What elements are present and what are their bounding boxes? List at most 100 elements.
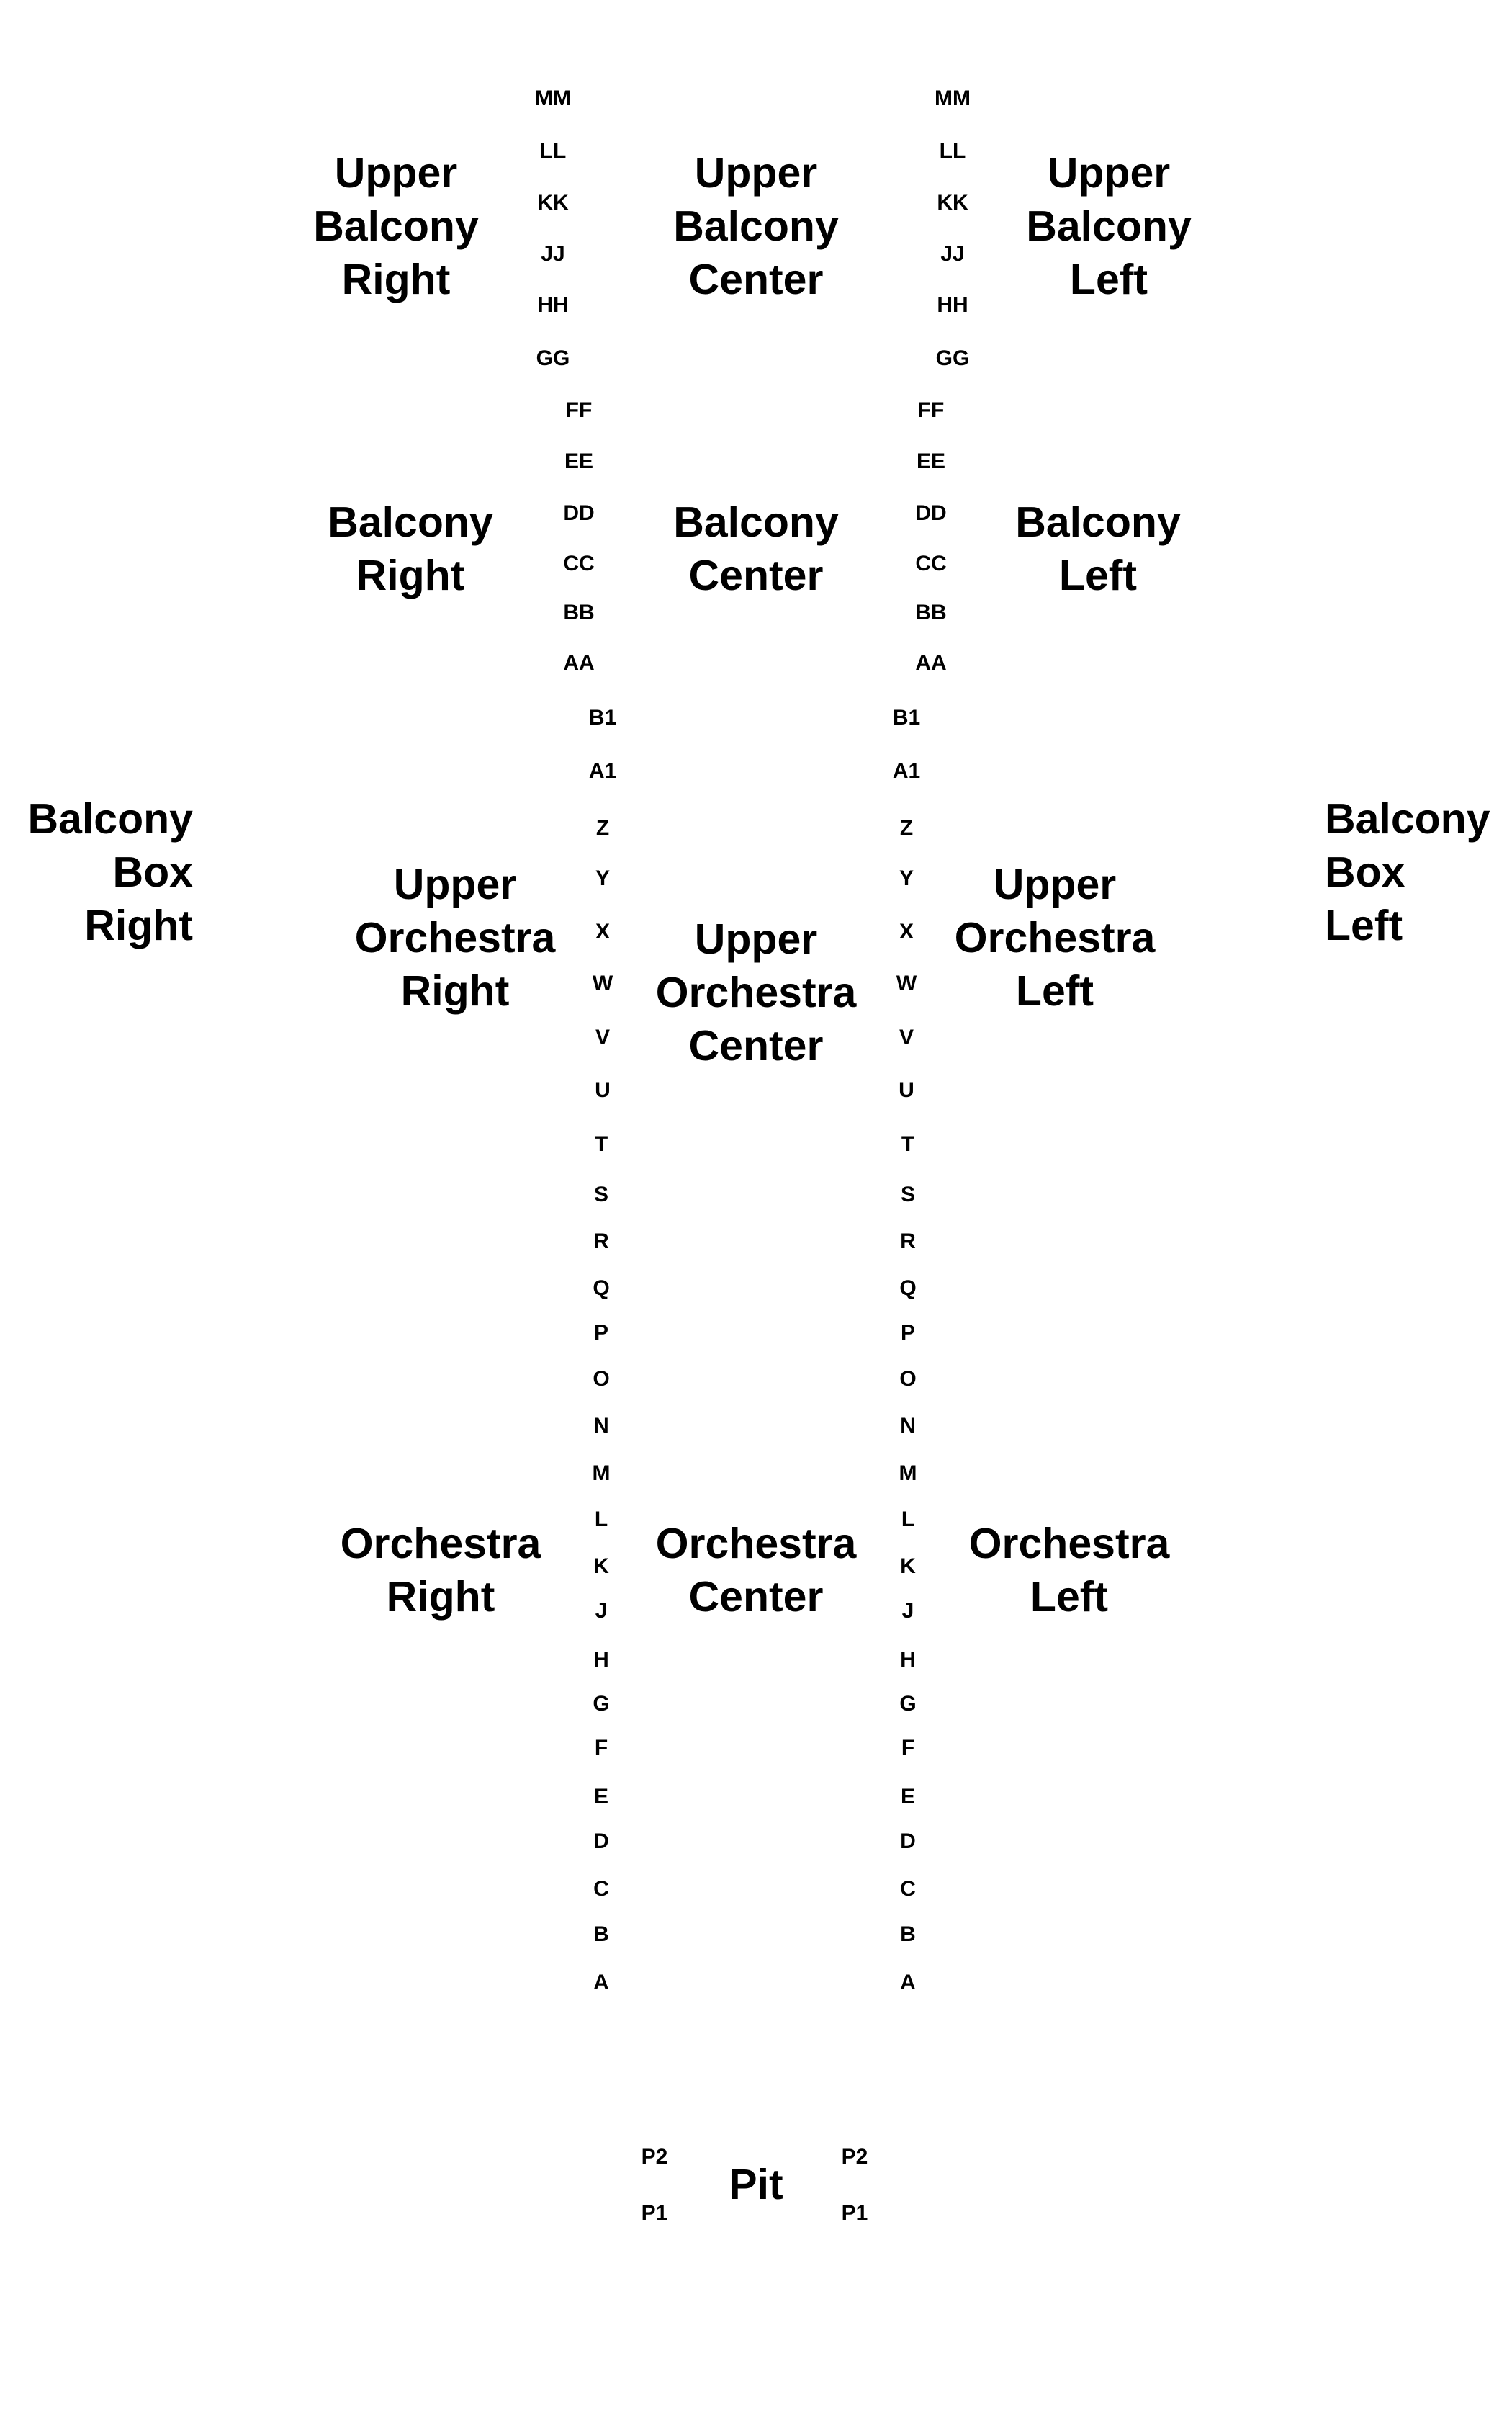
row-label[interactable]: P2	[841, 2145, 868, 2169]
row-label[interactable]: CC	[563, 552, 595, 575]
row-label[interactable]: A	[593, 1971, 609, 1994]
row-label[interactable]: BB	[915, 601, 947, 624]
section-balcony-right[interactable]: Balcony Right	[302, 496, 518, 602]
row-label[interactable]: JJ	[541, 242, 565, 266]
row-label[interactable]: HH	[537, 293, 569, 317]
row-label[interactable]: J	[595, 1599, 608, 1623]
row-label[interactable]: KK	[537, 191, 569, 215]
row-label[interactable]: O	[899, 1367, 917, 1391]
section-upper-orchestra-left[interactable]: Upper Orchestra Left	[947, 858, 1163, 1018]
row-label[interactable]: T	[594, 1132, 608, 1156]
section-label-line: Upper	[334, 149, 458, 197]
row-label[interactable]: P2	[641, 2145, 668, 2169]
row-label[interactable]: U	[899, 1078, 914, 1102]
row-label[interactable]: G	[899, 1692, 917, 1716]
section-orchestra-center[interactable]: Orchestra Center	[648, 1517, 864, 1623]
row-label[interactable]: H	[900, 1648, 916, 1672]
row-label[interactable]: U	[595, 1078, 611, 1102]
section-balcony-box-right[interactable]: Balcony Box Right	[14, 792, 193, 952]
row-label[interactable]: D	[900, 1829, 916, 1853]
row-label[interactable]: T	[901, 1132, 915, 1156]
section-pit[interactable]: Pit	[684, 2158, 828, 2211]
row-label[interactable]: EE	[916, 449, 946, 473]
row-label[interactable]: O	[593, 1367, 610, 1391]
row-label[interactable]: R	[900, 1229, 916, 1253]
row-label[interactable]: W	[592, 972, 613, 995]
row-label[interactable]: DD	[563, 501, 595, 525]
row-label[interactable]: P1	[641, 2201, 668, 2225]
row-label[interactable]: Q	[593, 1276, 610, 1300]
row-label[interactable]: LL	[939, 139, 966, 163]
row-label[interactable]: GG	[935, 346, 970, 370]
row-label[interactable]: FF	[565, 398, 593, 422]
row-label[interactable]: JJ	[940, 242, 965, 266]
row-label[interactable]: B1	[588, 706, 617, 730]
row-label[interactable]: A1	[588, 759, 617, 783]
row-label[interactable]: G	[593, 1692, 610, 1716]
row-label[interactable]: L	[901, 1507, 915, 1531]
row-label[interactable]: E	[593, 1785, 608, 1809]
row-label[interactable]: M	[592, 1461, 611, 1485]
section-orchestra-right[interactable]: Orchestra Right	[333, 1517, 549, 1623]
row-label[interactable]: Z	[899, 816, 914, 840]
row-label[interactable]: B	[593, 1922, 609, 1946]
section-balcony-box-left[interactable]: Balcony Box Left	[1325, 792, 1498, 952]
row-label[interactable]: B	[900, 1922, 916, 1946]
row-label[interactable]: DD	[915, 501, 947, 525]
row-label[interactable]: Y	[595, 866, 610, 890]
row-label[interactable]: V	[595, 1026, 610, 1049]
row-label[interactable]: A	[900, 1971, 916, 1994]
section-orchestra-left[interactable]: Orchestra Left	[961, 1517, 1177, 1623]
row-label[interactable]: C	[593, 1877, 609, 1901]
row-label[interactable]: N	[593, 1414, 609, 1438]
row-label[interactable]: M	[899, 1461, 917, 1485]
row-label[interactable]: F	[901, 1736, 915, 1760]
row-label[interactable]: S	[593, 1183, 608, 1206]
row-label[interactable]: HH	[937, 293, 968, 317]
row-label[interactable]: EE	[564, 449, 594, 473]
row-label[interactable]: B1	[892, 706, 921, 730]
row-label[interactable]: X	[595, 920, 610, 944]
row-label[interactable]: P	[900, 1321, 915, 1345]
row-label[interactable]: K	[900, 1554, 916, 1578]
row-label[interactable]: AA	[915, 651, 947, 675]
row-label[interactable]: GG	[536, 346, 570, 370]
row-label[interactable]: L	[594, 1507, 608, 1531]
row-label[interactable]: D	[593, 1829, 609, 1853]
row-label[interactable]: H	[593, 1648, 609, 1672]
row-label[interactable]: KK	[937, 191, 968, 215]
row-label[interactable]: R	[593, 1229, 609, 1253]
row-label[interactable]: MM	[535, 86, 571, 110]
row-label[interactable]: CC	[915, 552, 947, 575]
section-upper-balcony-left[interactable]: Upper Balcony Left	[1001, 146, 1217, 306]
row-label[interactable]: P1	[841, 2201, 868, 2225]
row-label[interactable]: P	[593, 1321, 608, 1345]
row-label[interactable]: Q	[899, 1276, 917, 1300]
row-label[interactable]: F	[594, 1736, 608, 1760]
section-upper-balcony-right[interactable]: Upper Balcony Right	[288, 146, 504, 306]
row-label[interactable]: K	[593, 1554, 609, 1578]
row-label[interactable]: BB	[563, 601, 595, 624]
row-label[interactable]: A1	[892, 759, 921, 783]
section-balcony-center[interactable]: Balcony Center	[648, 496, 864, 602]
row-label[interactable]: E	[900, 1785, 915, 1809]
section-upper-orchestra-center[interactable]: Upper Orchestra Center	[648, 913, 864, 1072]
row-label[interactable]: LL	[539, 139, 567, 163]
row-label[interactable]: J	[901, 1599, 914, 1623]
row-label[interactable]: C	[900, 1877, 916, 1901]
row-label[interactable]: MM	[935, 86, 971, 110]
row-label[interactable]: W	[896, 972, 917, 995]
row-label[interactable]: V	[899, 1026, 914, 1049]
section-upper-balcony-center[interactable]: Upper Balcony Center	[648, 146, 864, 306]
section-balcony-left[interactable]: Balcony Left	[990, 496, 1206, 602]
row-label[interactable]: AA	[563, 651, 595, 675]
section-upper-orchestra-right[interactable]: Upper Orchestra Right	[347, 858, 563, 1018]
section-label-line: Balcony	[1026, 202, 1192, 250]
row-label[interactable]: S	[900, 1183, 915, 1206]
row-label[interactable]: Y	[899, 866, 914, 890]
row-label[interactable]: X	[899, 920, 914, 944]
row-label[interactable]: N	[900, 1414, 916, 1438]
section-label-line: Orchestra	[340, 1520, 541, 1567]
row-label[interactable]: Z	[595, 816, 610, 840]
row-label[interactable]: FF	[917, 398, 945, 422]
